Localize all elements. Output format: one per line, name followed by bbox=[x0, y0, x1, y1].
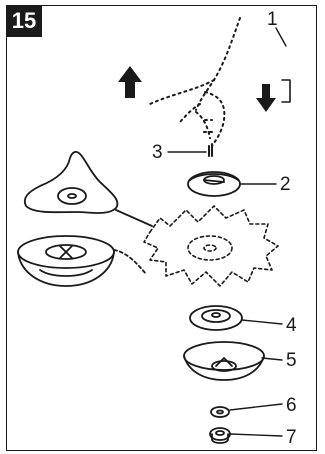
step-number-badge: 15 bbox=[6, 5, 42, 37]
callout-5: 5 bbox=[286, 350, 297, 371]
line-guide-disc-part bbox=[23, 151, 153, 227]
cup-part bbox=[183, 341, 265, 381]
nut-part bbox=[209, 427, 231, 444]
cutting-blade-part bbox=[143, 205, 279, 287]
callout-4: 4 bbox=[286, 315, 297, 336]
small-washer-part bbox=[210, 406, 230, 418]
screw-part bbox=[208, 143, 213, 157]
figure-frame bbox=[6, 5, 317, 451]
callout-3: 3 bbox=[152, 142, 163, 163]
leader-lines bbox=[167, 27, 287, 437]
top-washer-part bbox=[187, 171, 241, 197]
thrust-washer-part bbox=[189, 305, 243, 331]
trimmer-line-part bbox=[149, 17, 241, 147]
down-arrow-icon bbox=[256, 79, 291, 112]
callout-1: 1 bbox=[267, 9, 278, 30]
callout-7: 7 bbox=[286, 427, 297, 448]
callout-2: 2 bbox=[280, 174, 291, 195]
spool-head-part bbox=[17, 235, 147, 287]
callout-6: 6 bbox=[286, 395, 297, 416]
up-arrow-icon bbox=[118, 66, 142, 98]
